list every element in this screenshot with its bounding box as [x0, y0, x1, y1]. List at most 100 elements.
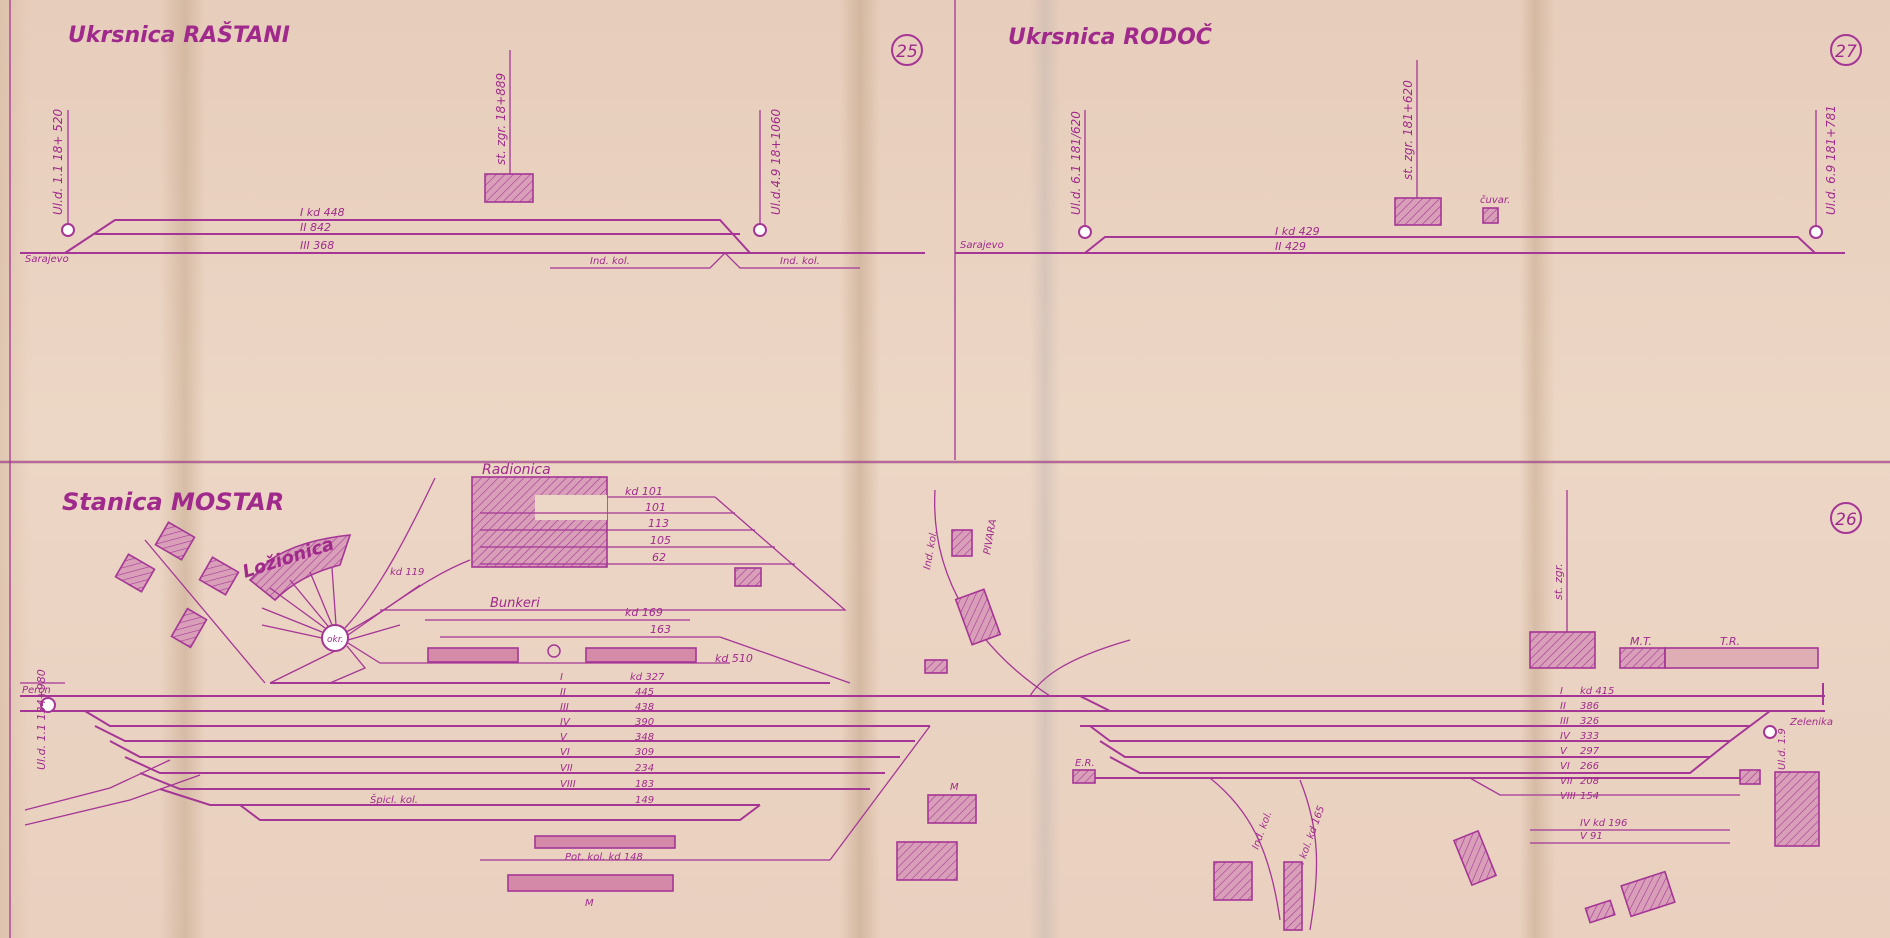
rodoc-sheet-number: 27	[1835, 42, 1857, 62]
track-row	[84, 710, 930, 727]
track-number-label: VII	[1560, 776, 1573, 787]
signal-right-icon	[1763, 725, 1777, 739]
track-row	[1099, 740, 1731, 758]
track-row	[124, 756, 885, 774]
rastani-building-label: st. zgr. 18+889	[494, 73, 508, 165]
turntable-spoke	[269, 587, 326, 629]
track-row	[1089, 725, 1751, 742]
spicl-kol-label: Špicl. kol.	[370, 793, 418, 806]
rodoc-signal-right-label: Ul.d. 6.9 181+781	[1824, 105, 1838, 215]
track-length-label: 149	[635, 795, 654, 806]
workshop-track-label: 113	[648, 517, 669, 530]
track-length-label: 297	[1580, 746, 1600, 757]
track-length-label: 386	[1580, 701, 1599, 712]
turntable-spoke	[344, 477, 436, 629]
er-building	[1072, 769, 1096, 784]
pivara-small-building	[951, 529, 973, 557]
rastani-track-label-2: II 842	[300, 221, 331, 234]
right-lower-building	[1213, 861, 1253, 901]
signal-right-icon	[1809, 225, 1823, 239]
m-label-2: M	[950, 782, 959, 793]
depot-access-track	[144, 539, 266, 684]
bunker-building	[427, 647, 519, 663]
zelenika-label: Zelenika	[1789, 717, 1833, 728]
mt-building	[1619, 647, 1666, 669]
industrial-siding-curve	[1029, 639, 1131, 697]
warehouse-building	[507, 874, 674, 892]
track-number-label: I	[1560, 686, 1563, 697]
signal-left-icon	[61, 223, 75, 237]
track-length-label: 326	[1580, 716, 1599, 727]
track-number-label: VIII	[560, 779, 576, 790]
signal-left-icon	[1078, 225, 1092, 239]
st-zgr-label: st. zgr.	[1552, 563, 1565, 600]
track-row	[139, 772, 870, 790]
pot-kol-shed	[534, 835, 676, 849]
track-length-label: kd 327	[630, 672, 665, 683]
rastani-track-label-3: III 368	[300, 239, 334, 252]
rastani-signal-right-label: Ul.d.4.9 18+1060	[769, 109, 783, 215]
track-row	[94, 725, 915, 742]
depot-small-building	[170, 607, 208, 649]
track-number-label: III	[1560, 716, 1569, 727]
rodoc-track-1	[1084, 236, 1816, 254]
radionica-notch	[535, 495, 607, 520]
mostar-title: Stanica MOSTAR	[62, 488, 284, 516]
track-row	[109, 740, 900, 758]
workshop-track	[380, 496, 847, 611]
rastani-left-end-label: Sarajevo	[25, 254, 69, 265]
turntable-spoke	[347, 624, 401, 641]
rastani-station-building	[484, 173, 534, 203]
right-tall-building	[1283, 861, 1303, 931]
branch-line	[829, 725, 931, 861]
workshop-track-label: 105	[650, 534, 671, 547]
track-length-label: 333	[1580, 731, 1599, 742]
industrial-siding-curve	[1299, 779, 1318, 931]
workshop-track-label: kd 101	[625, 485, 663, 498]
m-label-1: M	[585, 898, 594, 909]
track-length-label: 438	[635, 702, 654, 713]
depot-small-building	[154, 521, 196, 561]
turntable-spoke	[289, 579, 329, 627]
lozionica-building	[248, 534, 352, 602]
sheet-number-circle	[1830, 502, 1862, 534]
workshop-track-label: 101	[645, 501, 666, 514]
turntable-label: okr.	[327, 635, 343, 645]
rastani-sheet-number: 25	[896, 42, 918, 62]
pivara-shed	[924, 659, 948, 674]
track-length-label: 348	[635, 732, 654, 743]
lower-kd-label: IV kd 196	[1580, 818, 1627, 829]
signal-right-icon	[753, 223, 767, 237]
pivara-label: PIVARA	[982, 518, 999, 555]
tr-label: T.R.	[1720, 635, 1740, 648]
kd-119-label: kd 119	[390, 567, 424, 578]
track-length-label: kd 415	[1580, 686, 1614, 697]
track-length-label: 445	[635, 687, 654, 698]
track-length-label: 154	[1580, 791, 1599, 802]
signal-left-icon	[40, 697, 56, 713]
depot-small-building	[114, 553, 156, 593]
sheet-number-circle	[1830, 34, 1862, 66]
pivara-building	[954, 588, 1002, 646]
m-building	[927, 794, 977, 824]
turntable-spoke	[719, 636, 851, 684]
turntable-spoke	[331, 567, 337, 626]
rastani-track-1	[64, 219, 751, 254]
rastani-title: Ukrsnica RAŠTANI	[68, 22, 290, 48]
right-angled-building	[1452, 829, 1498, 887]
right-bottom-building	[1620, 870, 1676, 918]
rastani-side-label-2: Ind. kol.	[780, 256, 820, 267]
track-row	[239, 804, 761, 821]
lower-kd2-label: V 91	[1580, 831, 1603, 842]
mostar-station-building	[1529, 631, 1596, 669]
small-store-building	[734, 567, 762, 587]
rodoc-left-end-label: Sarajevo	[960, 240, 1004, 251]
mostar-signal-left-label: Ul.d. 1.1 134+980	[35, 669, 48, 770]
water-crane-icon	[547, 644, 561, 658]
track-number-label: V	[560, 732, 568, 743]
right-bottom-small-building	[1584, 899, 1616, 924]
rodoc-station-building	[1394, 197, 1442, 226]
track-row	[1109, 756, 1711, 774]
rodoc-building-label: st. zgr. 181+620	[1401, 80, 1415, 180]
